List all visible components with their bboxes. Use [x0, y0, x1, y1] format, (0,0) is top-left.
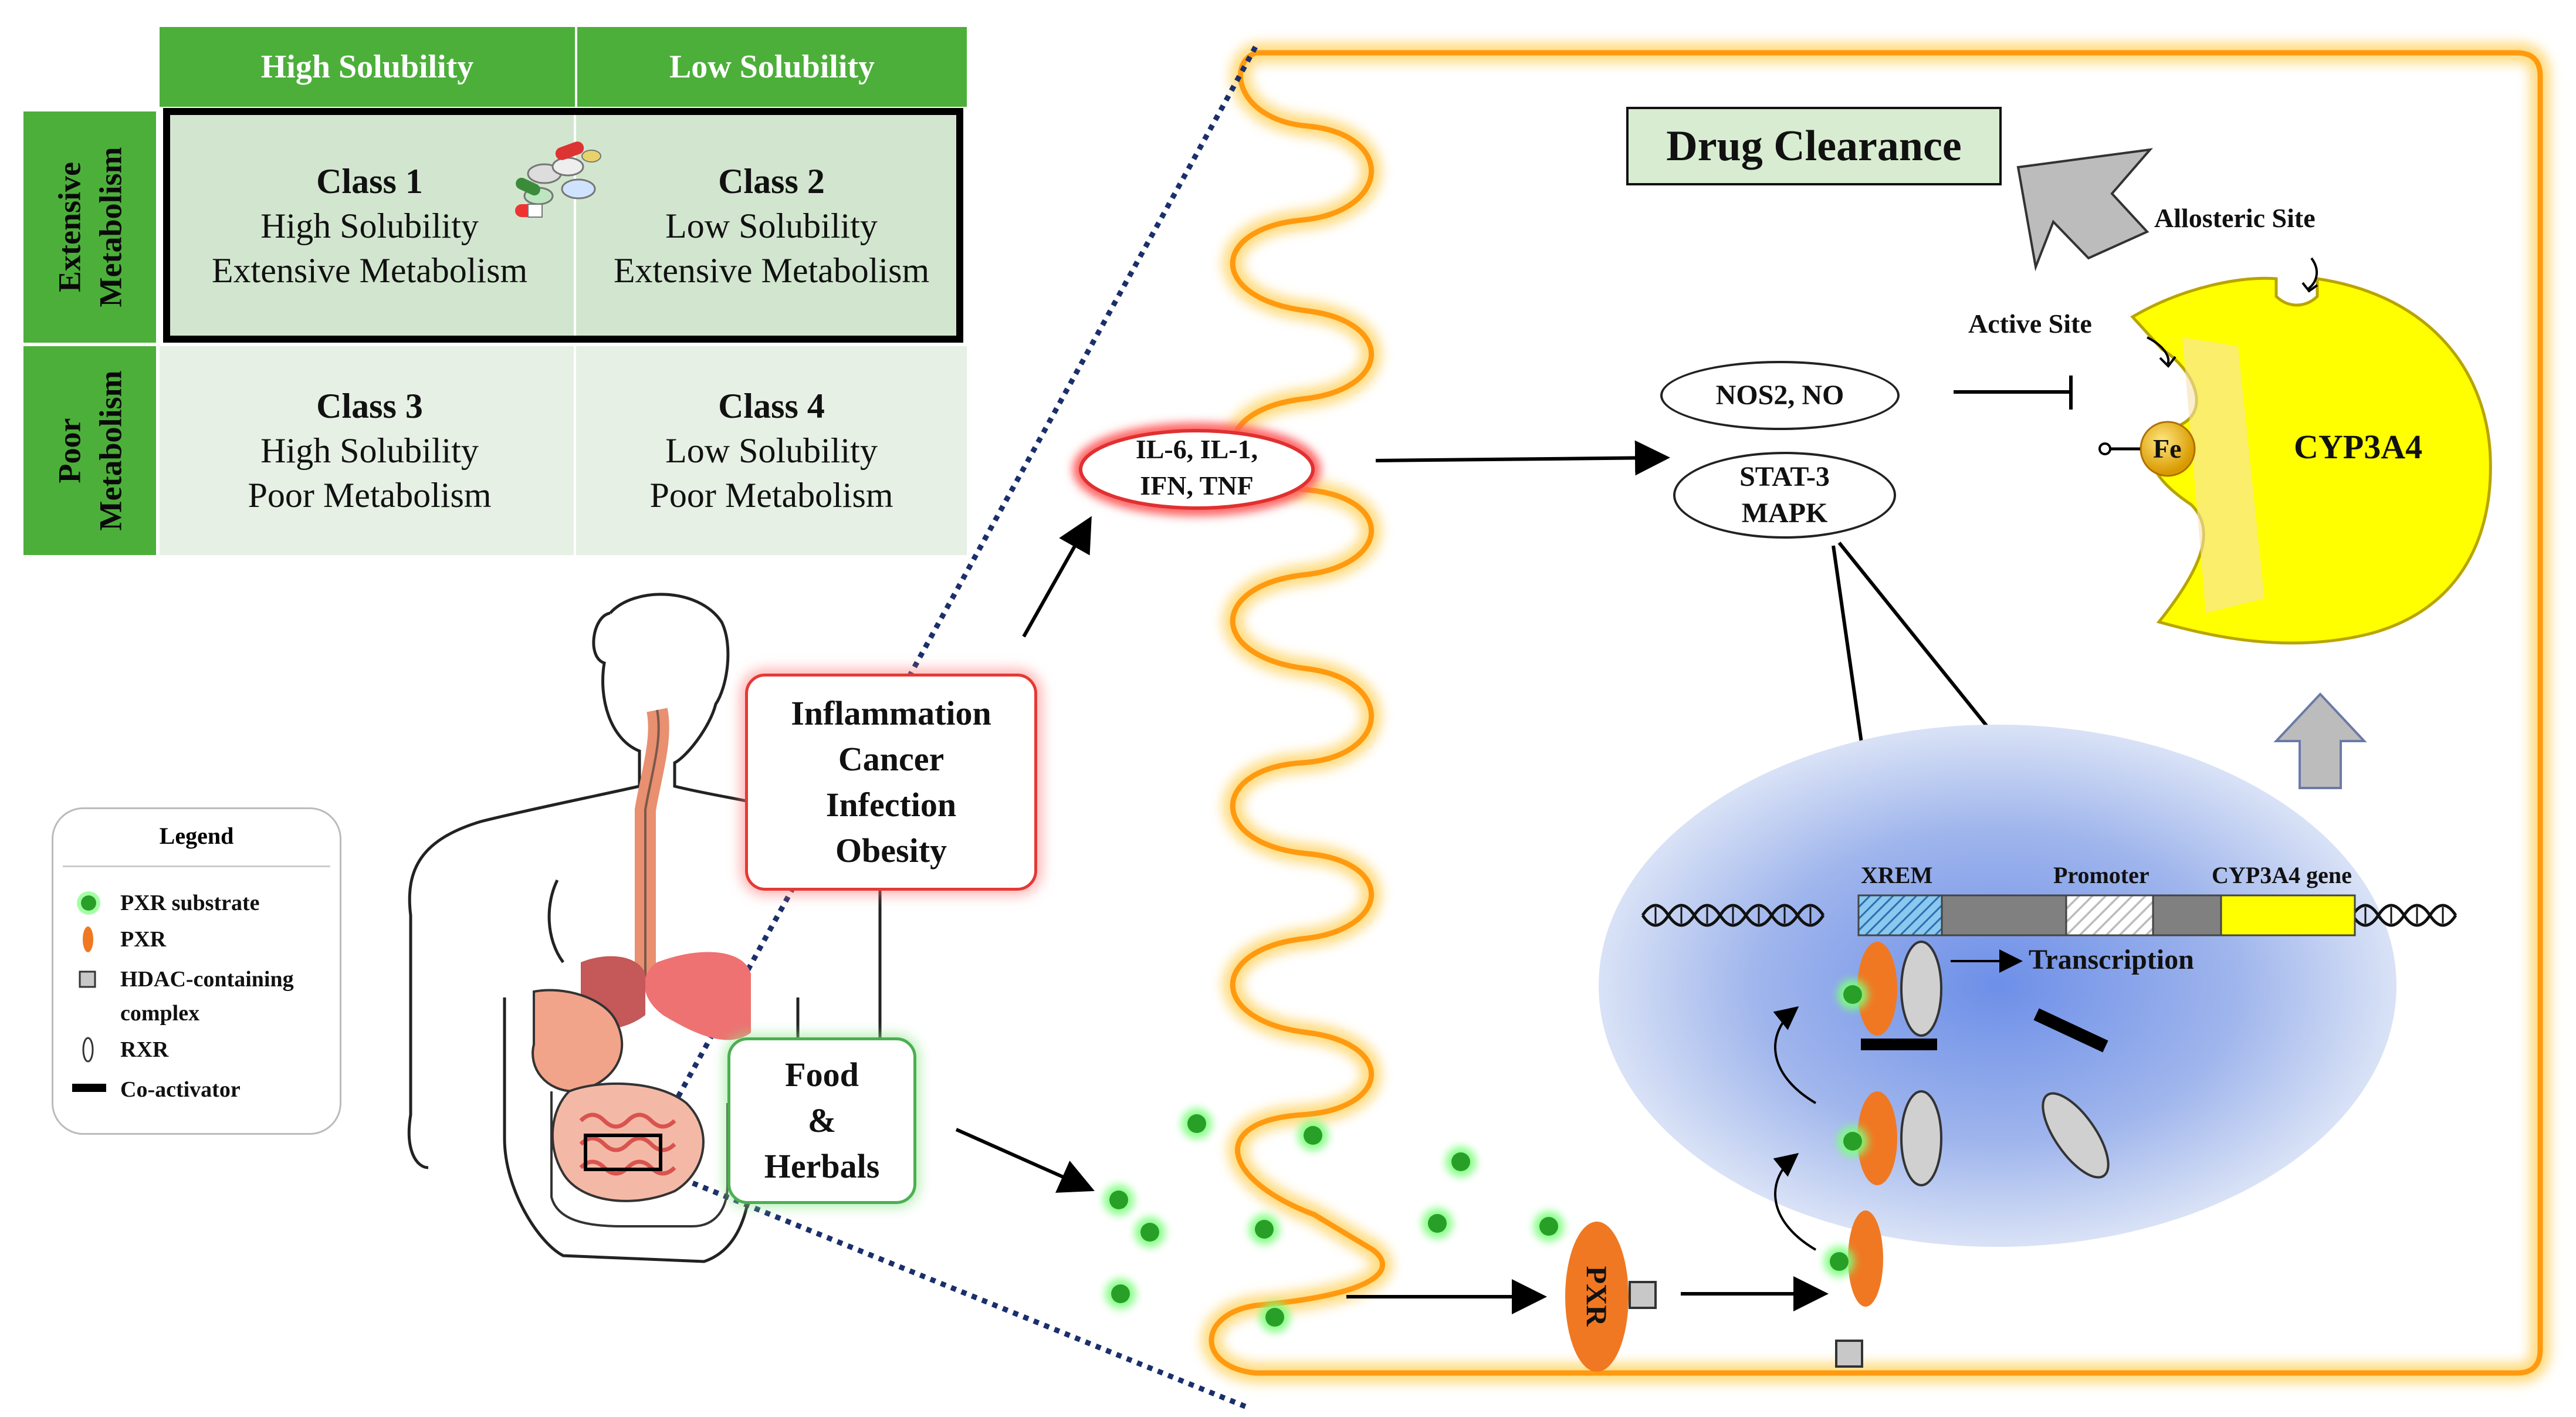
pxr-receptor — [1565, 1222, 1629, 1372]
arrow-food-to-cell — [955, 1128, 1095, 1193]
legend-title: Legend — [159, 823, 234, 849]
zoom-line-top — [659, 45, 1258, 1128]
cyp3a4-gene-label: CYP3A4 gene — [2212, 862, 2352, 888]
table-divider — [574, 346, 576, 555]
fe-label: Fe — [2153, 434, 2182, 464]
promoter-label: Promoter — [2053, 862, 2150, 888]
stomach-illustration — [532, 989, 624, 1093]
legend-item-rxr: RXR — [120, 1037, 169, 1062]
cell-membrane — [1201, 43, 2550, 1383]
pxr-substrates — [1103, 979, 1868, 1333]
hdac-complex — [1629, 1281, 1657, 1309]
iron-heme — [2140, 421, 2196, 477]
hdac-complex — [1835, 1340, 1863, 1368]
drug-clearance-box: Drug Clearance — [1626, 107, 2002, 185]
cytokines-ellipse — [1079, 429, 1315, 510]
gray-arrow-up — [2273, 692, 2367, 789]
zoom-line-bottom — [661, 1168, 1251, 1411]
curved-arrow — [1773, 1152, 1817, 1251]
table-divider — [574, 115, 576, 336]
active-site-label: Active Site — [1968, 309, 2092, 339]
rxr-free — [2042, 1092, 2110, 1179]
curved-arrow — [1773, 1006, 1817, 1104]
pxr-entering-nucleus — [1848, 1210, 1883, 1307]
pxr-label: PXR — [1580, 1266, 1613, 1327]
pxr-rxr-complex — [1857, 1090, 1942, 1186]
col-header-low-solubility: Low Solubility — [577, 27, 967, 107]
legend-item-pxr: PXR — [120, 927, 167, 952]
intestine-illustration — [550, 1082, 729, 1227]
legend-item-hdac-complex: complex — [120, 1001, 200, 1026]
cyp3a4-enzyme — [2098, 257, 2492, 645]
col-header-high-solubility: High Solubility — [160, 27, 575, 107]
dna-helix — [1641, 904, 2457, 927]
legend-substrate-icon — [77, 891, 100, 915]
xrem-label: XREM — [1861, 862, 1933, 888]
legend-hdac-icon — [79, 970, 96, 988]
class-row-poor — [160, 346, 967, 555]
legend-pxr-icon — [83, 926, 93, 952]
arrow-conditions-to-cytokines — [1022, 516, 1092, 638]
dna-backbone-segment — [1941, 894, 2067, 936]
pxr-rxr-complex-bound — [1857, 941, 1942, 1050]
legend: Legend PXR substrate PXR HDAC-containing… — [52, 807, 341, 1135]
intestine-zoom-box — [584, 1134, 662, 1171]
cyp3a4-gene-region — [2220, 894, 2356, 936]
allosteric-site-label: Allosteric Site — [2154, 203, 2316, 233]
class-row-highlight — [163, 108, 963, 343]
arrow-cytokines-to-nos — [1375, 440, 1670, 476]
promoter-region — [2065, 894, 2154, 936]
food-herbals-box: Food&Herbals — [727, 1037, 916, 1204]
co-activator-free — [2033, 1008, 2108, 1053]
gray-arrow-clearance — [2016, 148, 2153, 272]
legend-item-coactivator: Co-activator — [120, 1077, 241, 1102]
transcription-label: Transcription — [2029, 944, 2194, 975]
cyp3a4-label: CYP3A4 — [2294, 428, 2423, 466]
dna-backbone-segment — [2152, 894, 2222, 936]
legend-rxr-icon — [82, 1037, 94, 1063]
liver-illustration — [644, 952, 751, 1040]
legend-coactivator-icon — [72, 1084, 106, 1092]
nucleus — [1599, 725, 2396, 1247]
pills-icon — [515, 141, 601, 218]
legend-item-hdac: HDAC-containing — [120, 967, 294, 992]
nos2-ellipse: NOS2, NO — [1660, 361, 1900, 430]
cytokines-label: IL-6, IL-1,IFN, TNF — [1135, 434, 1258, 500]
legend-item-substrate: PXR substrate — [120, 891, 260, 915]
xrem-region — [1857, 894, 1943, 936]
